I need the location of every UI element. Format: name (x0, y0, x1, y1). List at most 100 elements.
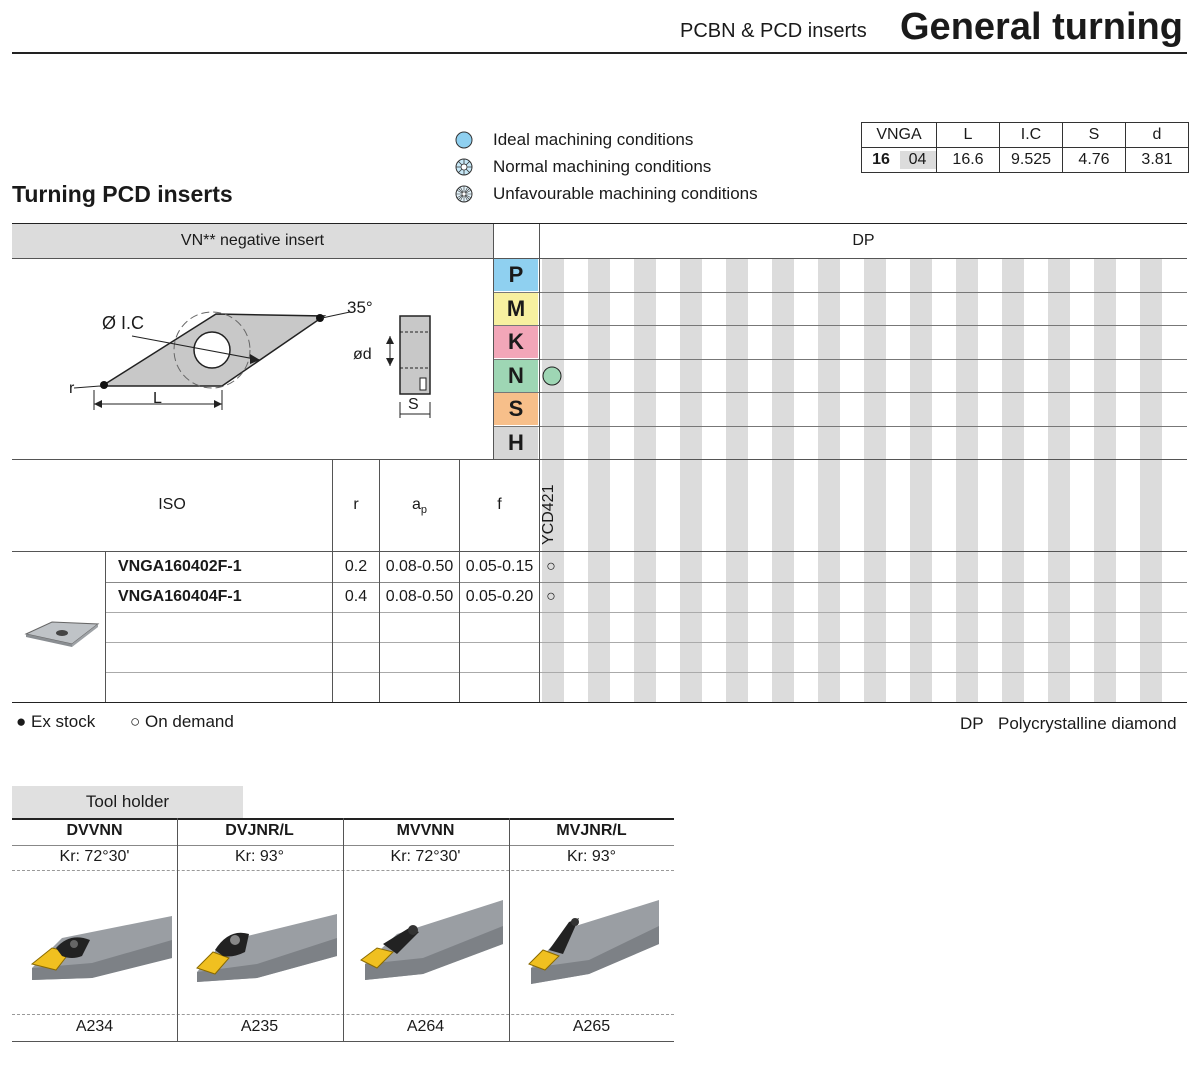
material-s: S (494, 393, 538, 425)
ideal-marker-n (542, 366, 562, 386)
length-label: L (153, 390, 162, 407)
grid-line (494, 325, 1187, 326)
dim-header: S (1062, 122, 1126, 148)
col-grade-ycd421: YCD421 (540, 485, 564, 545)
row-availability: ○ (546, 588, 556, 605)
material-k: K (494, 326, 538, 358)
dim-header: d (1125, 122, 1189, 148)
grid-line (105, 582, 1187, 583)
legend-unfavourable: Unfavourable machining conditions (455, 184, 758, 204)
grade-column-stripe (1140, 258, 1162, 702)
dp-description: Polycrystalline diamond (998, 714, 1177, 733)
dim-header: L (936, 122, 1000, 148)
row-iso: VNGA160404F-1 (118, 588, 242, 605)
grid-line (459, 459, 460, 702)
tool-holder-image (360, 900, 503, 980)
row-ap: 0.08-0.50 (385, 558, 454, 575)
legend-ex-stock: ● Ex stock (16, 712, 96, 731)
row-iso: VNGA160402F-1 (118, 558, 242, 575)
grade-column-stripe (588, 258, 610, 702)
diameter-label: ød (353, 346, 372, 363)
grade-column-stripe (1002, 258, 1024, 702)
ideal-icon (455, 131, 473, 149)
legend-unfavourable-label: Unfavourable machining conditions (493, 184, 758, 203)
grid-line (12, 223, 1187, 224)
material-n: N (494, 359, 538, 392)
tool-holder-title: Tool holder (12, 786, 243, 818)
insert-side-view (399, 315, 431, 395)
ic-label: Ø I.C (102, 313, 145, 333)
material-h: H (494, 426, 538, 459)
grid-line (494, 358, 1187, 360)
insert-header-bg (12, 224, 493, 258)
insert-diagram (73, 311, 431, 418)
normal-icon (455, 158, 473, 176)
thickness-label: S (408, 396, 419, 413)
dim-value: 9.525 (999, 147, 1063, 173)
header-subtitle: PCBN & PCD inserts (680, 20, 867, 42)
legend-normal: Normal machining conditions (455, 157, 711, 177)
dim-value: 4.76 (1062, 147, 1126, 173)
legend-ideal-label: Ideal machining conditions (493, 130, 694, 149)
col-f: f (497, 496, 502, 513)
grid-line (494, 392, 1187, 393)
legend-ideal: Ideal machining conditions (455, 130, 693, 150)
grade-column-stripe (1094, 258, 1116, 702)
grid-line (539, 224, 540, 702)
dim-header: I.C (999, 122, 1063, 148)
section-title: Turning PCD inserts (12, 181, 233, 207)
row-ap: 0.08-0.50 (385, 588, 454, 605)
grid-line (105, 642, 1187, 643)
grid-line (493, 224, 494, 459)
grade-column-stripe (726, 258, 748, 702)
grade-column-stripe (772, 258, 794, 702)
legend-normal-label: Normal machining conditions (493, 157, 712, 176)
insert-photo (24, 621, 100, 647)
grid-line (379, 459, 380, 702)
page-title: General turning (900, 6, 1183, 48)
grid-line (105, 612, 1187, 613)
tool-holder-image (30, 916, 172, 980)
row-f: 0.05-0.20 (465, 588, 534, 605)
tool-holder-dvjnr: DVJNR/L Kr: 93° A235 (177, 818, 342, 1042)
dp-abbr: DP (960, 714, 984, 733)
grid-line (494, 425, 1187, 427)
grid-line (12, 459, 1187, 460)
angle-label: 35° (347, 298, 373, 317)
grid-line (12, 702, 1187, 703)
dim-value: 16.6 (936, 147, 1000, 173)
dim-value: 3.81 (1125, 147, 1189, 173)
grid-line (332, 459, 333, 702)
row-r: 0.2 (344, 558, 368, 575)
row-f: 0.05-0.15 (465, 558, 534, 575)
grade-column-stripe (956, 258, 978, 702)
grade-column-stripe (1048, 258, 1070, 702)
tool-holder-image (196, 914, 337, 982)
material-p: P (494, 259, 538, 291)
grid-line (12, 258, 1187, 259)
tool-holder-image (528, 900, 659, 984)
grade-group: DP (852, 232, 875, 249)
grade-column-stripe (864, 258, 886, 702)
grade-column-stripe (634, 258, 656, 702)
row-availability: ○ (546, 558, 556, 575)
tool-holder-mvjnr: MVJNR/L Kr: 93° A265 (509, 818, 674, 1042)
grade-column-stripe (910, 258, 932, 702)
grade-column-stripe (818, 258, 840, 702)
grid-line (494, 291, 1187, 293)
insert-hole (193, 331, 231, 369)
grid-line (12, 551, 1187, 552)
col-r: r (353, 496, 359, 513)
material-m: M (494, 292, 538, 325)
grade-column-stripe (680, 258, 702, 702)
col-iso: ISO (158, 496, 186, 513)
row-r: 0.4 (344, 588, 368, 605)
grid-line (105, 672, 1187, 673)
header-divider (12, 52, 1187, 54)
tool-holder-mvvnn: MVVNN Kr: 72°30' A264 (343, 818, 508, 1042)
unfavourable-icon (455, 185, 473, 203)
insert-header: VN** negative insert (180, 232, 325, 249)
grid-line (105, 551, 106, 702)
